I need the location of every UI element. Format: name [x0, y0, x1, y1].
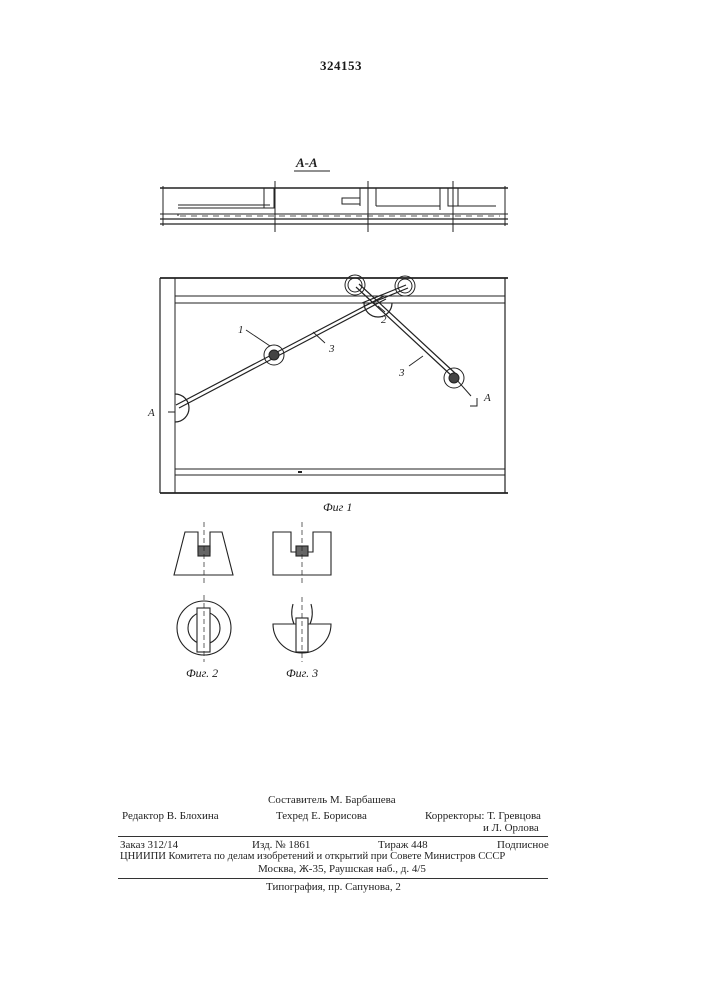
section-view — [160, 181, 508, 232]
fig3-drawing — [273, 522, 331, 662]
fig1-plan-view — [160, 275, 508, 493]
caption-fig2: Фиг. 2 — [186, 666, 218, 681]
credit-institute: ЦНИИПИ Комитета по делам изобретений и о… — [120, 851, 505, 862]
caption-fig1: Фиг 1 — [323, 500, 352, 515]
cut-label-right: А — [483, 392, 491, 404]
caption-fig3: Фиг. 3 — [286, 666, 318, 681]
section-label: А-А — [295, 155, 318, 170]
credit-edition: Изд. № 1861 — [252, 839, 310, 851]
credit-order: Заказ 312/14 — [120, 839, 178, 851]
fig2-drawing — [174, 522, 233, 662]
part-label-3a: 3 — [328, 343, 335, 355]
credit-editor: Редактор В. Блохина — [122, 810, 219, 822]
credits-divider-bottom — [118, 878, 548, 879]
credit-correctors-2: и Л. Орлова — [483, 822, 539, 834]
cut-label-left: А — [147, 407, 155, 419]
part-label-3b: 3 — [398, 367, 405, 379]
credit-subscription: Подписное — [497, 839, 549, 851]
credit-printing: Типография, пр. Сапунова, 2 — [266, 881, 401, 893]
part-label-2: 2 — [381, 314, 387, 326]
part-label-1: 1 — [238, 324, 244, 336]
credit-techred: Техред Е. Борисова — [276, 810, 367, 822]
credit-print-run: Тираж 448 — [378, 839, 428, 851]
credit-correctors-1: Корректоры: Т. Гревцова — [425, 810, 541, 822]
credit-compiler: Составитель М. Барбашева — [268, 794, 396, 806]
credit-address: Москва, Ж-35, Раушская наб., д. 4/5 — [258, 863, 426, 875]
credits-divider-top — [118, 836, 548, 837]
